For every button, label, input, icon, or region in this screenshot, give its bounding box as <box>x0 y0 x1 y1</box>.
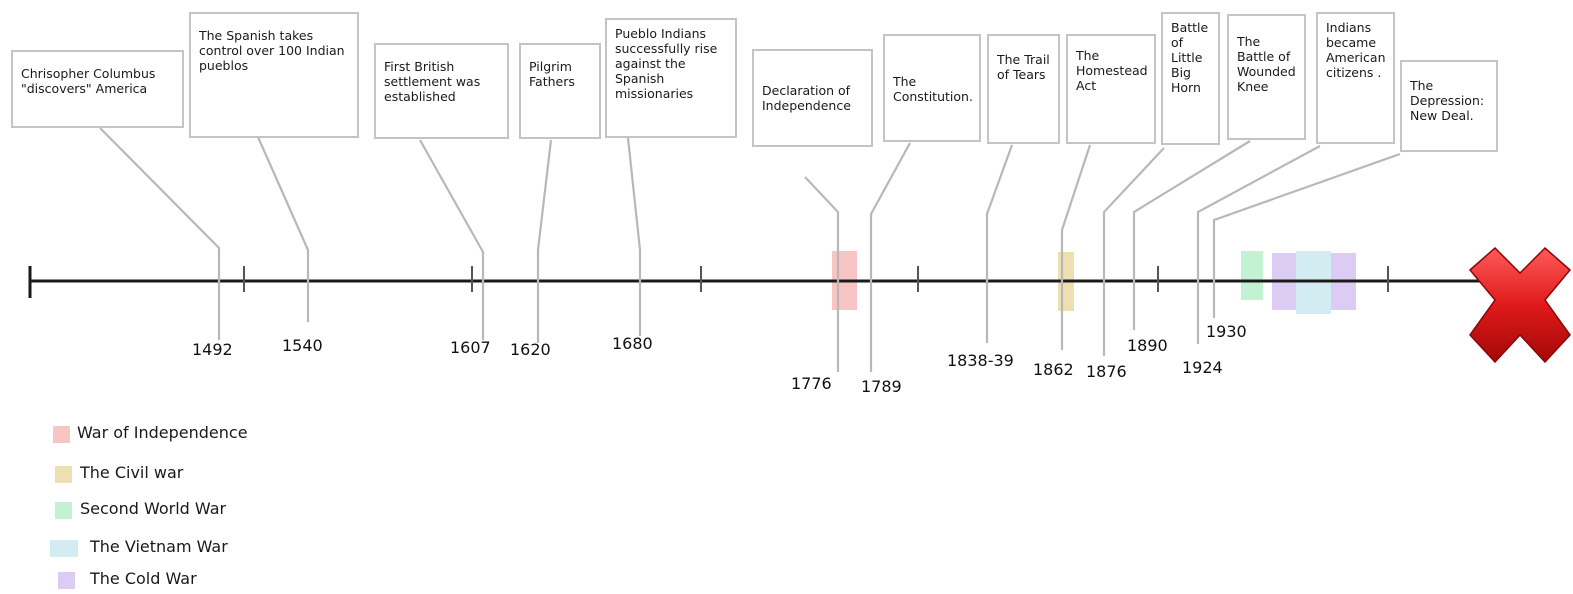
connector-line <box>985 144 1014 343</box>
connector-line <box>1132 140 1251 330</box>
year-label: 1930 <box>1206 322 1247 341</box>
year-label: 1776 <box>791 374 832 393</box>
connector-line <box>869 142 911 372</box>
second-world-war-band <box>1241 251 1263 300</box>
event-text: The Depression: New Deal. <box>1410 78 1485 123</box>
red-x-icon <box>1468 246 1572 364</box>
connector-line <box>626 137 642 336</box>
year-label: 1876 <box>1086 362 1127 381</box>
event-text: The Spanish takes control over 100 India… <box>199 28 345 73</box>
event-text: The Trail of Tears <box>997 52 1050 82</box>
year-label: 1492 <box>192 340 233 359</box>
legend-label: The Civil war <box>80 463 184 482</box>
event-box-spanish-pueblos: The Spanish takes control over 100 India… <box>189 12 359 138</box>
year-label: 1680 <box>612 334 653 353</box>
connector-line <box>804 176 840 372</box>
event-box-wounded-knee: The Battle of Wounded Knee <box>1227 14 1306 140</box>
connector-line <box>1102 147 1165 356</box>
year-label: 1620 <box>510 340 551 359</box>
event-box-declaration: Declaration of Independence <box>752 49 873 147</box>
connector-line <box>419 139 485 340</box>
event-box-indian-citizens: Indians became American citizens . <box>1316 12 1395 144</box>
legend-label: The Vietnam War <box>90 537 228 556</box>
event-box-pueblo-revolt: Pueblo Indians successfully rise against… <box>605 18 737 138</box>
legend-swatch <box>55 502 72 519</box>
year-label: 1924 <box>1182 358 1223 377</box>
connector-line <box>1196 145 1321 344</box>
legend-swatch <box>50 540 78 557</box>
legend-swatch <box>55 466 72 483</box>
year-label: 1540 <box>282 336 323 355</box>
event-text: Battle of Little Big Horn <box>1171 20 1209 95</box>
event-text: Pilgrim Fathers <box>529 59 575 89</box>
connector-line <box>1212 152 1401 318</box>
event-box-trail-of-tears: The Trail of Tears <box>987 34 1060 144</box>
event-text: Pueblo Indians successfully rise against… <box>615 26 718 101</box>
event-text: The Battle of Wounded Knee <box>1237 34 1296 94</box>
event-box-columbus: Chrisopher Columbus "discovers" America <box>11 50 184 128</box>
connector-line <box>1060 144 1092 350</box>
year-label: 1890 <box>1127 336 1168 355</box>
event-text: Chrisopher Columbus "discovers" America <box>21 66 156 96</box>
event-text: The Constitution. <box>893 74 973 104</box>
event-box-homestead-act: The Homestead Act <box>1066 34 1156 144</box>
event-box-little-big-horn: Battle of Little Big Horn <box>1161 12 1220 145</box>
event-box-pilgrim-fathers: Pilgrim Fathers <box>519 43 601 139</box>
connector-line <box>256 136 310 322</box>
legend-swatch <box>58 572 75 589</box>
event-text: Indians became American citizens . <box>1326 20 1386 80</box>
connector-line <box>536 139 553 343</box>
event-box-british-settlement: First British settlement was established <box>374 43 509 139</box>
year-label: 1838-39 <box>947 351 1014 370</box>
legend-swatch <box>53 426 70 443</box>
event-text: The Homestead Act <box>1076 48 1148 93</box>
year-label: 1607 <box>450 338 491 357</box>
event-text: Declaration of Independence <box>762 83 851 113</box>
legend-label: War of Independence <box>77 423 248 442</box>
legend-label: Second World War <box>80 499 227 518</box>
year-label: 1862 <box>1033 360 1074 379</box>
event-box-constitution: The Constitution. <box>883 34 981 142</box>
legend-label: The Cold War <box>90 569 197 588</box>
year-label: 1789 <box>861 377 902 396</box>
event-text: First British settlement was established <box>384 59 481 104</box>
connector-line <box>99 127 221 340</box>
event-box-new-deal: The Depression: New Deal. <box>1400 60 1498 152</box>
